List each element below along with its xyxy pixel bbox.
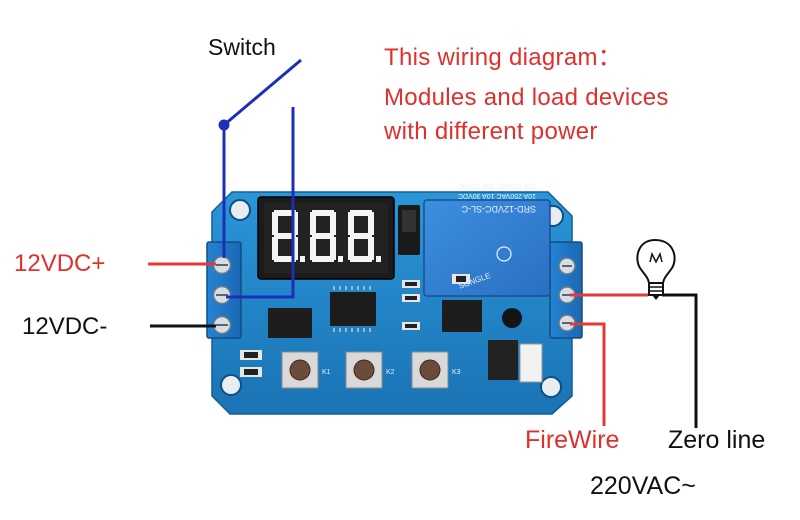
vac-label: 220VAC~ — [590, 472, 696, 500]
push-button-k3 — [411, 351, 449, 389]
push-buttons: K1 K2 K3 — [281, 351, 461, 389]
optocoupler-right — [442, 300, 482, 332]
title-line-1: This wiring diagram： — [384, 44, 623, 71]
mounting-hole — [540, 376, 562, 398]
mounting-hole — [229, 199, 251, 221]
vdc-minus-label: 12VDC- — [22, 313, 108, 340]
button-label: K1 — [322, 369, 331, 376]
decimal-point — [338, 256, 343, 262]
segment — [274, 210, 296, 216]
button-label: K3 — [452, 369, 461, 376]
button-cap — [289, 359, 311, 381]
switch-return-wire — [226, 107, 295, 299]
segment — [274, 233, 296, 239]
relay: SRD-12VDC-SL-C 10A 250VAC 10A 30VDC 10A … — [423, 182, 551, 297]
zero-line-label: Zero line — [668, 426, 766, 454]
decimal-point — [300, 256, 305, 262]
button-cap — [419, 359, 441, 381]
seven-segment-display — [257, 196, 395, 280]
segment — [310, 212, 316, 235]
switch-label: Switch — [208, 34, 276, 60]
relay-rating-text: 10A 125VAC 10A 28VDC — [458, 182, 536, 189]
segment — [330, 237, 336, 260]
microcontroller-chip — [330, 292, 376, 326]
input-terminal-block — [206, 241, 242, 339]
segment — [312, 256, 334, 262]
light-bulb-icon — [636, 238, 676, 300]
segment — [330, 212, 336, 235]
segment — [272, 212, 278, 235]
transistor — [488, 340, 518, 380]
firewire-wire — [570, 322, 606, 426]
segment — [368, 237, 374, 260]
segment — [350, 256, 372, 262]
segment — [350, 233, 372, 239]
segment — [292, 212, 298, 235]
segment — [312, 233, 334, 239]
ic-pins — [333, 286, 371, 332]
title-line-3: with different power — [384, 118, 598, 145]
segment — [310, 237, 316, 260]
relay-markings: SRD-12VDC-SL-C 10A 250VAC 10A 30VDC 10A … — [458, 182, 536, 214]
optocoupler-left — [268, 308, 312, 338]
button-label: K2 — [386, 369, 395, 376]
segment — [368, 212, 374, 235]
segment — [348, 237, 354, 260]
decimal-point — [376, 256, 381, 262]
zero-line-wire — [662, 293, 698, 428]
segment — [274, 256, 296, 262]
relay-rating-text: 10A 250VAC 10A 30VDC — [458, 192, 536, 199]
switch-pivot — [218, 119, 230, 131]
relay-logo — [496, 246, 512, 262]
smd-components — [240, 274, 470, 377]
firewire-label: FireWire — [525, 426, 620, 454]
display-digits — [272, 210, 381, 262]
connector — [519, 343, 543, 383]
switch-lever-wire — [223, 58, 302, 127]
capacitor — [502, 308, 522, 328]
mounting-hole — [220, 374, 242, 396]
segment — [312, 210, 334, 216]
button-cap — [353, 359, 375, 381]
relay-model-text: SRD-12VDC-SL-C — [461, 204, 536, 214]
segment — [272, 237, 278, 260]
jumper-cap — [402, 210, 416, 232]
segment — [292, 237, 298, 260]
segment — [350, 210, 372, 216]
vdc-plus-label: 12VDC+ — [14, 250, 106, 277]
relay-body — [423, 199, 551, 297]
segment — [348, 212, 354, 235]
title-line-2: Modules and load devices — [384, 84, 669, 111]
